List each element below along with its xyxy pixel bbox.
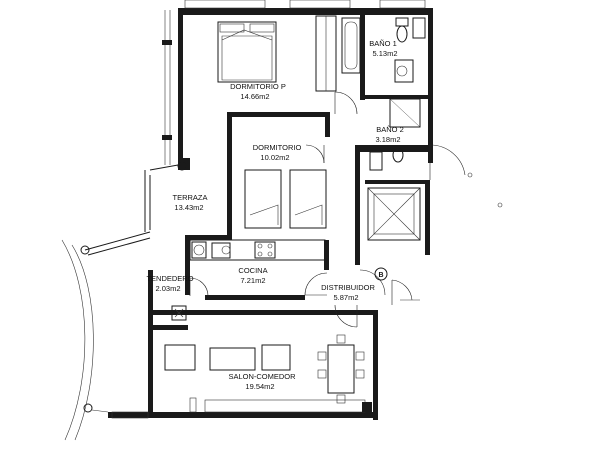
elevator-icon	[367, 187, 421, 241]
room-area-salon-comedor: 19.54m2	[245, 382, 274, 391]
kitchen-doors	[189, 272, 328, 297]
toilet-icon	[395, 17, 409, 43]
left-exterior-lines	[162, 10, 172, 165]
room-name-terraza: TERRAZA	[172, 193, 207, 202]
room-area-tendedero: 2.03m2	[155, 284, 180, 293]
kitchen-counter	[189, 239, 326, 261]
room-area-bano-1: 5.13m2	[372, 49, 397, 58]
sofa-icon	[164, 344, 291, 413]
marker-b	[374, 267, 388, 281]
room-area-distribuidor: 5.87m2	[333, 293, 358, 302]
washer-icon	[191, 241, 207, 259]
top-windows	[184, 0, 426, 9]
doors-upper	[305, 91, 358, 164]
terrace-outline	[61, 161, 187, 441]
bidet-icon	[412, 17, 426, 39]
room-area-bano-2: 3.18m2	[375, 135, 400, 144]
sink-icon	[369, 151, 383, 171]
room-area-dormitorio: 10.02m2	[260, 153, 289, 162]
room-name-bano-2: BAÑO 2	[376, 125, 404, 134]
room-name-dormitorio-p: DORMITORIO P	[230, 82, 286, 91]
sink-icon	[211, 242, 231, 259]
column-icon	[177, 161, 187, 171]
room-name-dormitorio: DORMITORIO	[253, 143, 302, 152]
bathtub-icon	[341, 17, 361, 74]
salon-window	[111, 399, 372, 419]
room-area-dormitorio-p: 14.66m2	[240, 92, 269, 101]
twin-beds-icon	[244, 169, 327, 229]
room-area-cocina: 7.21m2	[240, 276, 265, 285]
entry-door	[429, 144, 503, 208]
marker-b-label: B	[378, 272, 383, 279]
room-name-cocina: COCINA	[238, 266, 267, 275]
double-bed-icon	[217, 21, 277, 83]
shower-icon	[389, 98, 421, 128]
room-name-bano-1: BAÑO 1	[369, 39, 397, 48]
sink-icon	[394, 59, 414, 83]
toilet-icon	[392, 147, 404, 163]
room-name-salon-comedor: SALON-COMEDOR	[228, 372, 296, 381]
boiler-icon	[171, 305, 187, 321]
column-icon	[80, 245, 90, 255]
column-icon	[83, 403, 93, 413]
room-labels: DORMITORIO P 14.66m2 BAÑO 1 5.13m2 BAÑO …	[146, 39, 403, 391]
room-name-distribuidor: DISTRIBUIDOR	[321, 283, 375, 292]
room-name-tendedero: TENDEDERO	[146, 274, 193, 283]
dining-table-icon	[317, 334, 365, 404]
distributor-doors	[334, 269, 420, 328]
wardrobe	[315, 15, 337, 92]
room-area-terraza: 13.43m2	[174, 203, 203, 212]
exterior-walls	[108, 8, 433, 420]
stove-icon	[254, 241, 276, 259]
